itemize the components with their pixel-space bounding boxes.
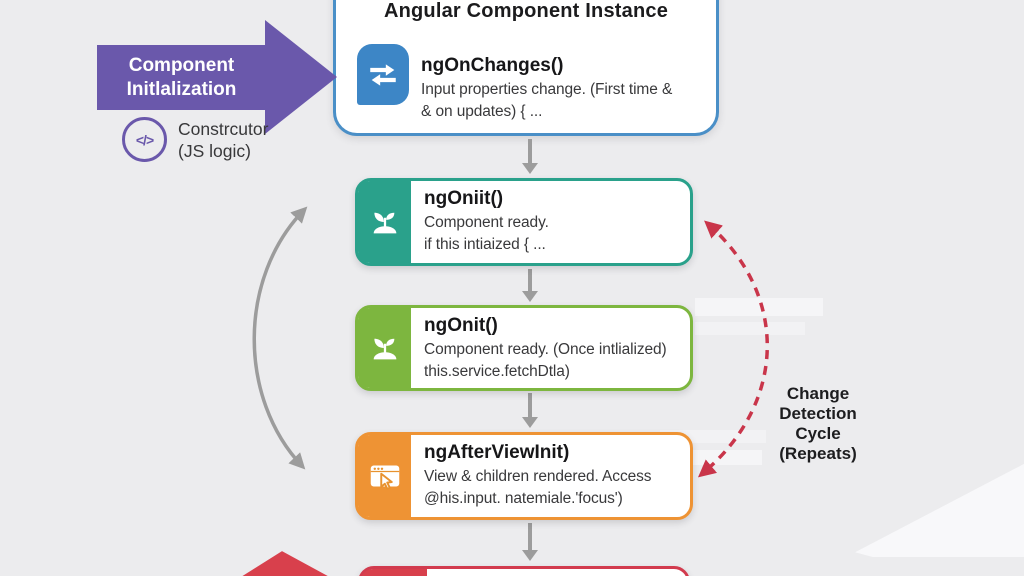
hook-name: ngAfterViewInit) [424,442,570,463]
hook-desc: Component ready. [424,214,549,231]
hook-name: ngOnit() [424,315,498,336]
cycle-label-line: (Repeats) [779,444,857,463]
flow-arrow-down [528,269,532,292]
hook-desc: View & children rendered. Access [424,468,652,485]
swap-arrows-icon [357,44,409,105]
flow-arrow-down [528,393,532,418]
code-icon-glyph: </> [135,131,154,148]
init-flow-curve-arrow [252,206,308,470]
red-arrow-partial [242,551,328,576]
hook-card-ngafterviewinit: ngAfterViewInit) View & children rendere… [355,432,693,520]
flow-arrow-down [528,139,532,164]
cycle-label-line: Cycle [795,424,841,443]
hook-desc: & on updates) { ... [421,103,543,120]
diagram-title: Angular Component Instance [383,0,669,22]
cycle-label-line: Detection [779,404,857,423]
intro-arrow-label: Component [128,54,235,76]
code-icon: </> [122,117,167,162]
cycle-label-line: Change [786,384,850,403]
component-initialization-arrow: Component Initlalization [97,45,266,110]
hook-desc: Component ready. (Once intlialized) [424,341,667,358]
page-curl-artifact [855,463,1024,557]
background-patch [695,298,823,316]
window-cursor-icon [358,435,411,517]
hook-desc: @his.input. natemiale.'focus') [424,490,623,507]
hook-name-ngonchanges: ngOnChanges() [421,55,564,76]
hook-desc: Input properties change. (First time & [421,81,673,98]
constructor-label: (JS logic) [178,141,251,161]
hook-card-ngoninit-top: ngOniit() Component ready. if this intia… [355,178,693,266]
red-card-band [361,569,427,576]
sprout-icon [358,308,411,388]
hook-desc: if this intiaized { ... [424,236,546,253]
change-detection-cycle-label: Change Detection Cycle (Repeats) [752,384,884,464]
flow-arrow-down [528,523,532,551]
change-detection-cycle-arrow [697,220,769,478]
next-hook-card-partial [358,566,690,576]
sprout-icon [358,181,411,263]
constructor-label: Constrcutor [178,119,269,139]
intro-arrow-label: Initlalization [126,78,237,100]
hook-card-ngoninit-mid: ngOnit() Component ready. (Once intliali… [355,305,693,391]
hook-desc: this.service.fetchDtla) [424,363,570,380]
hook-name: ngOniit() [424,188,504,209]
component-initialization-arrowhead [265,20,337,134]
